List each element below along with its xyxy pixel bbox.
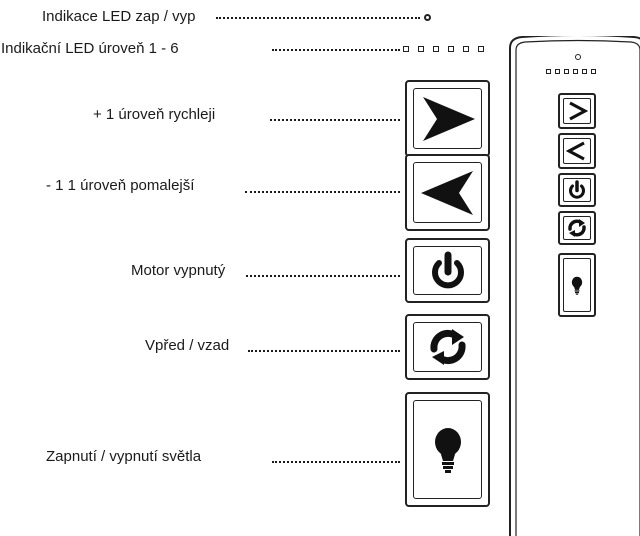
arrow-right-icon xyxy=(569,101,588,121)
leader-slower xyxy=(245,191,400,193)
label-slower: - 1 1 úroveň pomalejší xyxy=(46,177,195,194)
leader-faster xyxy=(270,119,400,121)
remote-led-2 xyxy=(555,69,560,74)
remote-led-4 xyxy=(573,69,578,74)
remote-led-onoff xyxy=(575,54,581,60)
leader-direction xyxy=(248,350,400,352)
power-icon xyxy=(431,251,464,288)
remote-light-button[interactable] xyxy=(558,253,596,317)
arrow-left-icon xyxy=(566,141,585,161)
light-button[interactable] xyxy=(405,392,490,507)
remote-faster-button[interactable] xyxy=(558,93,596,129)
remote-direction-button[interactable] xyxy=(558,211,596,245)
remote-led-5 xyxy=(582,69,587,74)
remote-slower-button[interactable] xyxy=(558,133,596,169)
light-bulb-icon xyxy=(434,427,461,473)
label-light: Zapnutí / vypnutí světla xyxy=(46,448,202,465)
led-level-3 xyxy=(433,46,439,52)
remote-led-1 xyxy=(546,69,551,74)
led-level-4 xyxy=(448,46,454,52)
label-led-level: Indikační LED úroveň 1 - 6 xyxy=(1,40,179,57)
reverse-icon xyxy=(429,329,466,365)
reverse-icon xyxy=(568,219,586,237)
label-faster: + 1 úroveň rychleji xyxy=(93,106,216,123)
power-icon xyxy=(569,180,585,199)
direction-button[interactable] xyxy=(405,314,490,380)
remote-led-6 xyxy=(591,69,596,74)
slower-button[interactable] xyxy=(405,154,490,231)
label-led-onoff: Indikace LED zap / vyp xyxy=(42,8,196,25)
led-onoff-indicator xyxy=(424,14,431,21)
leader-motor-off xyxy=(246,275,400,277)
led-level-5 xyxy=(463,46,469,52)
label-direction: Vpřed / vzad xyxy=(145,337,230,354)
remote-led-3 xyxy=(564,69,569,74)
remote-motor-off-button[interactable] xyxy=(558,173,596,207)
leader-light xyxy=(272,461,400,463)
arrow-left-icon xyxy=(420,170,473,215)
arrow-right-icon xyxy=(422,96,475,141)
faster-button[interactable] xyxy=(405,80,490,157)
motor-off-button[interactable] xyxy=(405,238,490,303)
leader-led-onoff xyxy=(216,17,420,19)
leader-led-level xyxy=(272,49,400,51)
light-bulb-icon xyxy=(571,276,583,295)
led-level-1 xyxy=(403,46,409,52)
led-level-2 xyxy=(418,46,424,52)
led-level-6 xyxy=(478,46,484,52)
label-motor-off: Motor vypnutý xyxy=(131,262,226,279)
